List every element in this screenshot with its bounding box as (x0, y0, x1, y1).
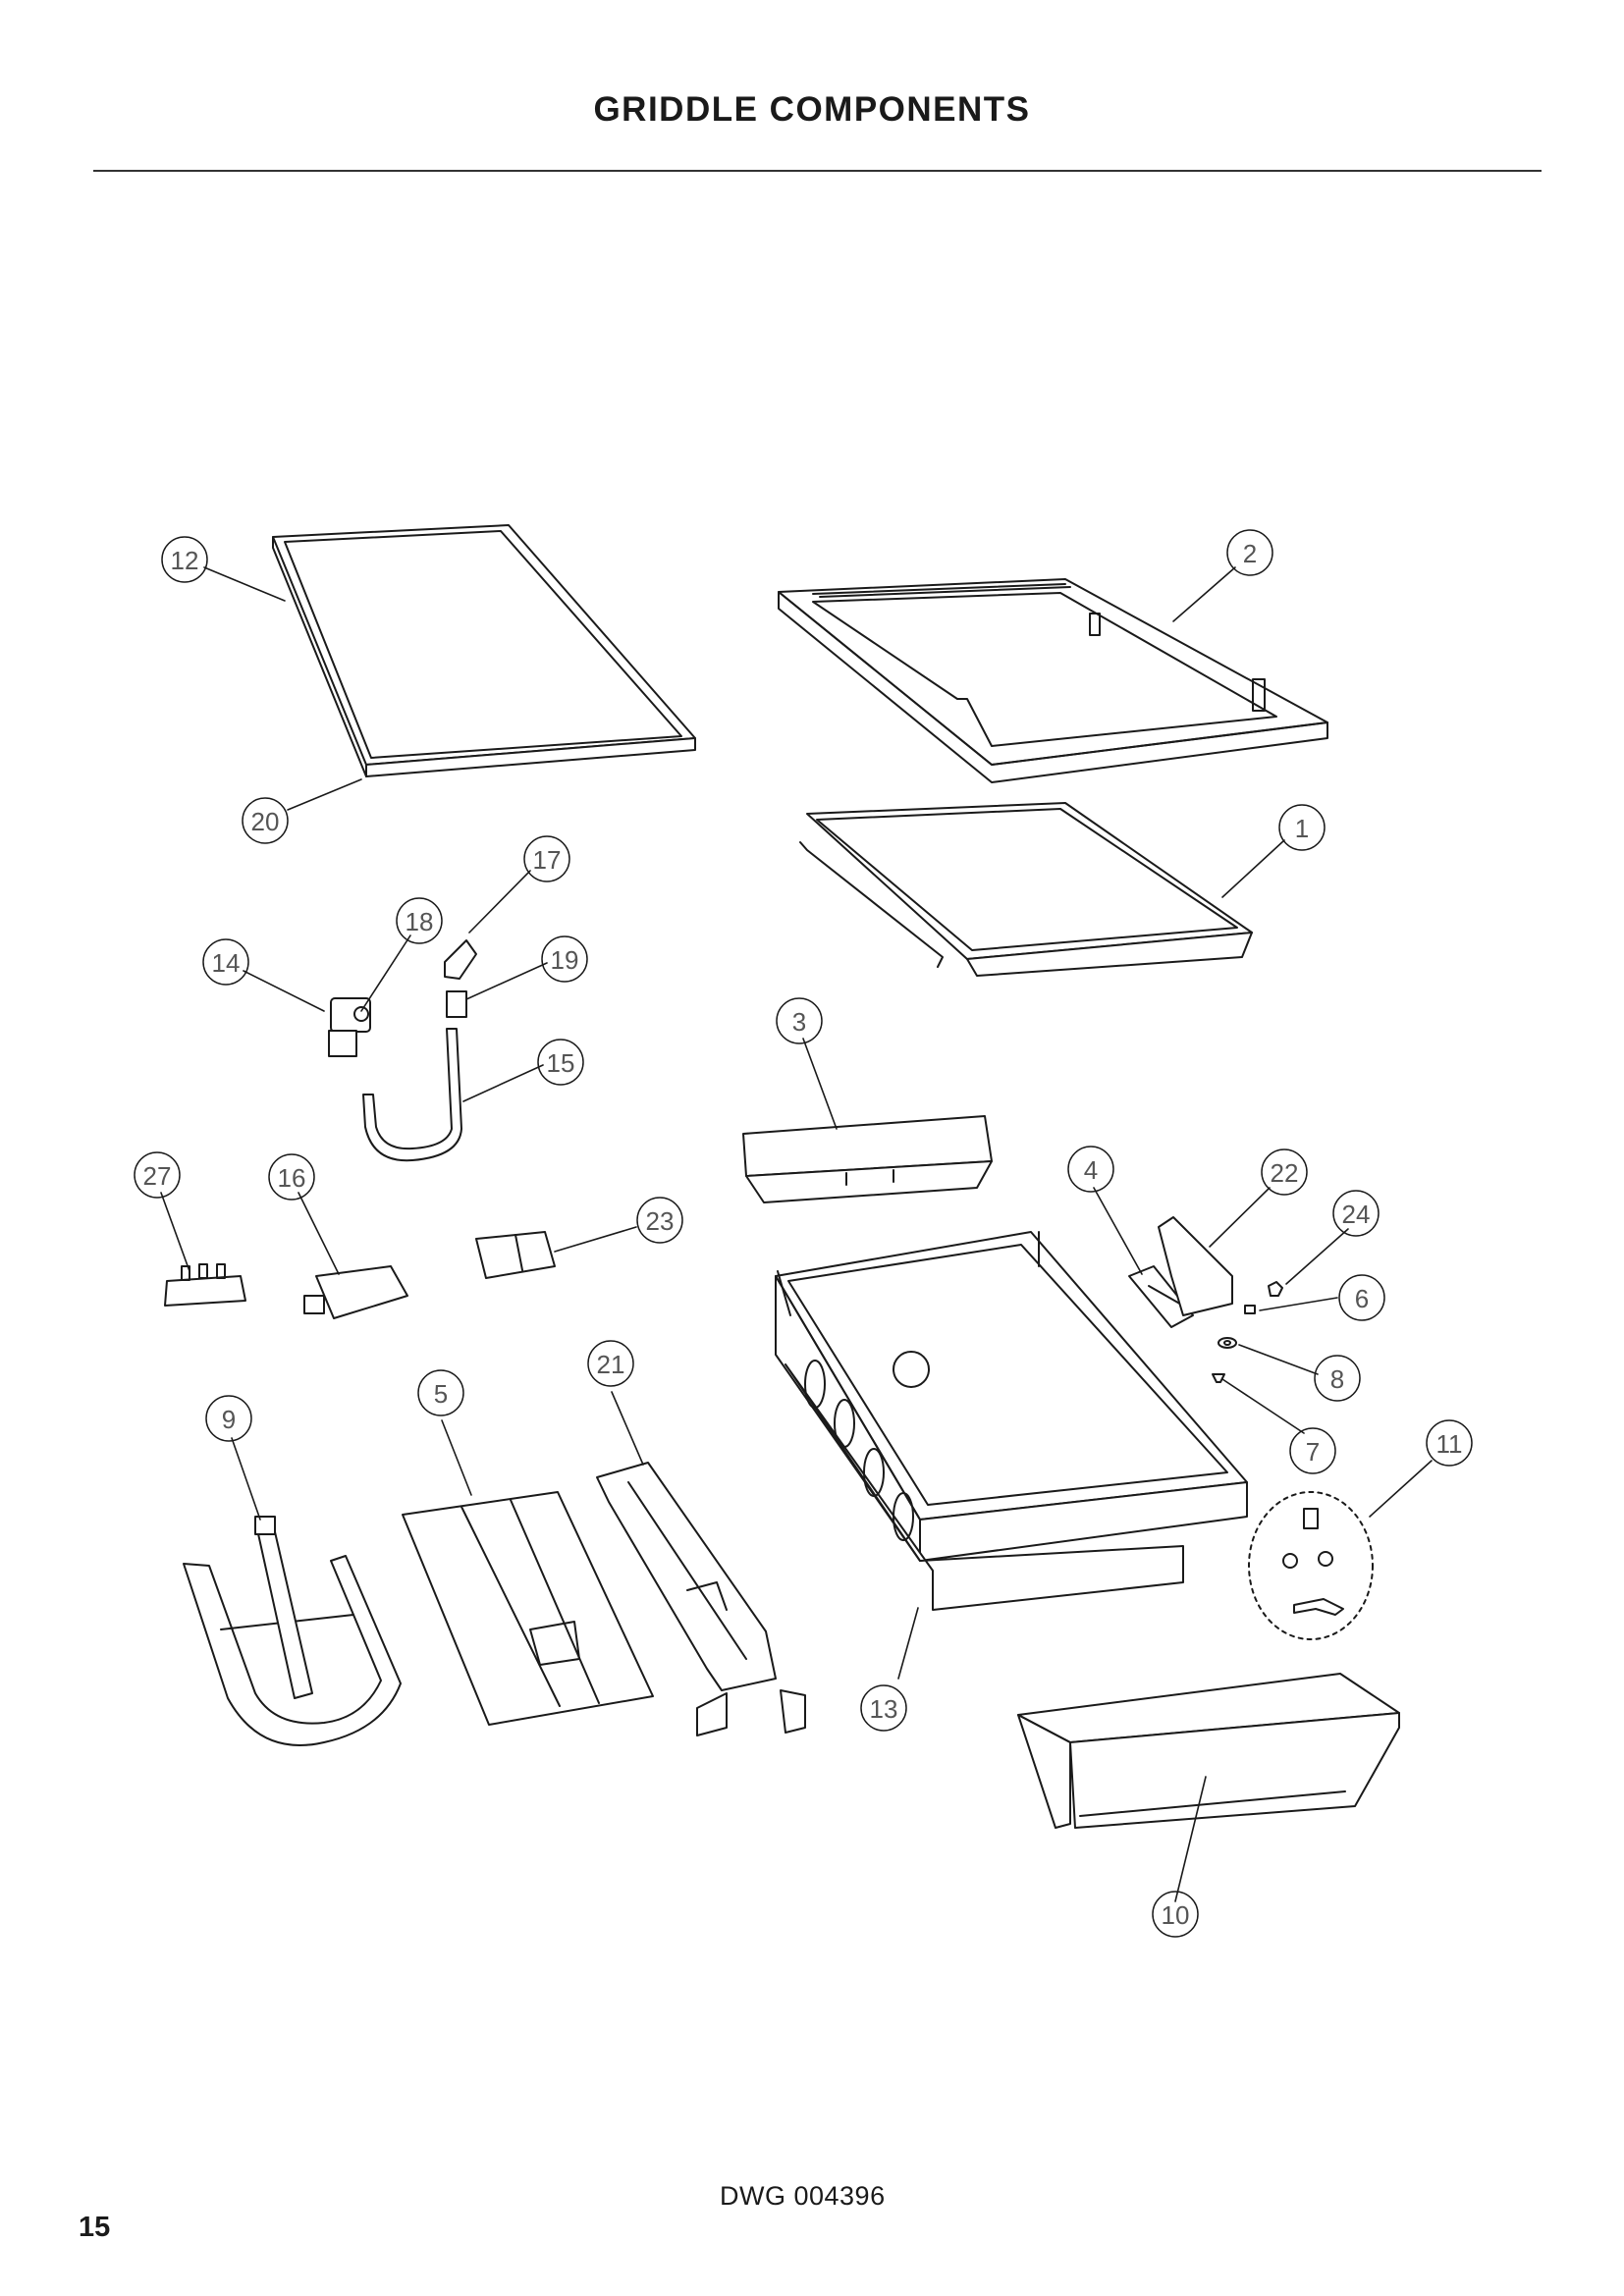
svg-text:4: 4 (1084, 1155, 1098, 1185)
part-igniter-bracket (1158, 1216, 1233, 1316)
svg-text:20: 20 (251, 807, 280, 836)
part-drip-pan (799, 802, 1253, 977)
svg-text:3: 3 (792, 1007, 806, 1037)
callout-21: 21 (587, 1340, 634, 1387)
part-frame (778, 578, 1328, 783)
callout-3: 3 (776, 997, 823, 1044)
part-burner-shield (402, 1491, 654, 1726)
svg-text:7: 7 (1306, 1437, 1320, 1467)
part-front-trim (1017, 1673, 1400, 1829)
callout-19: 19 (541, 935, 588, 983)
svg-text:21: 21 (597, 1350, 625, 1379)
callout-11: 11 (1426, 1419, 1473, 1467)
callout-8: 8 (1314, 1355, 1361, 1402)
svg-text:5: 5 (434, 1379, 448, 1409)
svg-text:6: 6 (1355, 1284, 1369, 1313)
part-switch (303, 1265, 408, 1319)
part-gas-tube (362, 1028, 462, 1162)
callout-18: 18 (396, 897, 443, 944)
callout-15: 15 (537, 1039, 584, 1086)
svg-text:1: 1 (1295, 814, 1309, 843)
callout-17: 17 (523, 835, 570, 882)
callout-bubbles: 12 2 20 1 17 18 19 14 15 3 27 16 23 4 22… (134, 529, 1473, 1938)
svg-text:16: 16 (278, 1163, 306, 1193)
svg-text:10: 10 (1162, 1900, 1190, 1930)
callout-22: 22 (1261, 1148, 1308, 1196)
callout-7: 7 (1289, 1427, 1336, 1474)
page-number: 15 (79, 2212, 111, 2243)
part-small-bracket (475, 1231, 556, 1279)
svg-text:19: 19 (551, 945, 579, 975)
svg-text:12: 12 (171, 546, 199, 575)
callout-12: 12 (161, 536, 208, 583)
callout-14: 14 (202, 938, 249, 986)
leader-lines (160, 566, 1433, 1902)
part-burner (183, 1516, 402, 1746)
callout-10: 10 (1152, 1891, 1199, 1938)
callout-20: 20 (242, 797, 289, 844)
part-connector-fitting (446, 990, 467, 1018)
svg-text:11: 11 (1436, 1429, 1463, 1459)
svg-text:8: 8 (1330, 1364, 1344, 1394)
svg-text:22: 22 (1271, 1158, 1299, 1188)
callout-4: 4 (1067, 1146, 1114, 1193)
page-title: GRIDDLE COMPONENTS (593, 90, 1031, 129)
svg-text:14: 14 (212, 948, 241, 978)
callout-9: 9 (205, 1395, 252, 1442)
callout-23: 23 (636, 1197, 683, 1244)
callout-2: 2 (1226, 529, 1273, 576)
svg-text:17: 17 (533, 845, 562, 875)
callout-24: 24 (1332, 1190, 1380, 1237)
part-firebox (775, 1231, 1248, 1611)
svg-text:27: 27 (143, 1161, 172, 1191)
part-igniter-module (1128, 1265, 1194, 1328)
part-manifold-bracket (596, 1462, 806, 1736)
callout-16: 16 (268, 1153, 315, 1201)
part-terminal-block (164, 1263, 246, 1307)
svg-text:24: 24 (1342, 1200, 1371, 1229)
svg-text:13: 13 (870, 1694, 898, 1724)
svg-text:9: 9 (222, 1405, 236, 1434)
part-heat-shield (742, 1115, 993, 1203)
part-regulator (328, 997, 371, 1057)
callout-13: 13 (860, 1684, 907, 1732)
part-griddle-plate (272, 524, 696, 777)
callout-1: 1 (1278, 804, 1326, 851)
callout-27: 27 (134, 1151, 181, 1199)
drawing-number: DWG 004396 (720, 2181, 886, 2211)
svg-text:18: 18 (406, 907, 434, 936)
svg-text:2: 2 (1243, 539, 1257, 568)
svg-text:15: 15 (547, 1048, 575, 1078)
callout-6: 6 (1338, 1274, 1385, 1321)
part-orifice-kit (1248, 1491, 1374, 1640)
part-elbow-fitting (444, 939, 477, 980)
title-divider (93, 170, 1542, 172)
part-fasteners (1212, 1281, 1283, 1383)
svg-text:23: 23 (646, 1206, 675, 1236)
callout-5: 5 (417, 1369, 464, 1416)
